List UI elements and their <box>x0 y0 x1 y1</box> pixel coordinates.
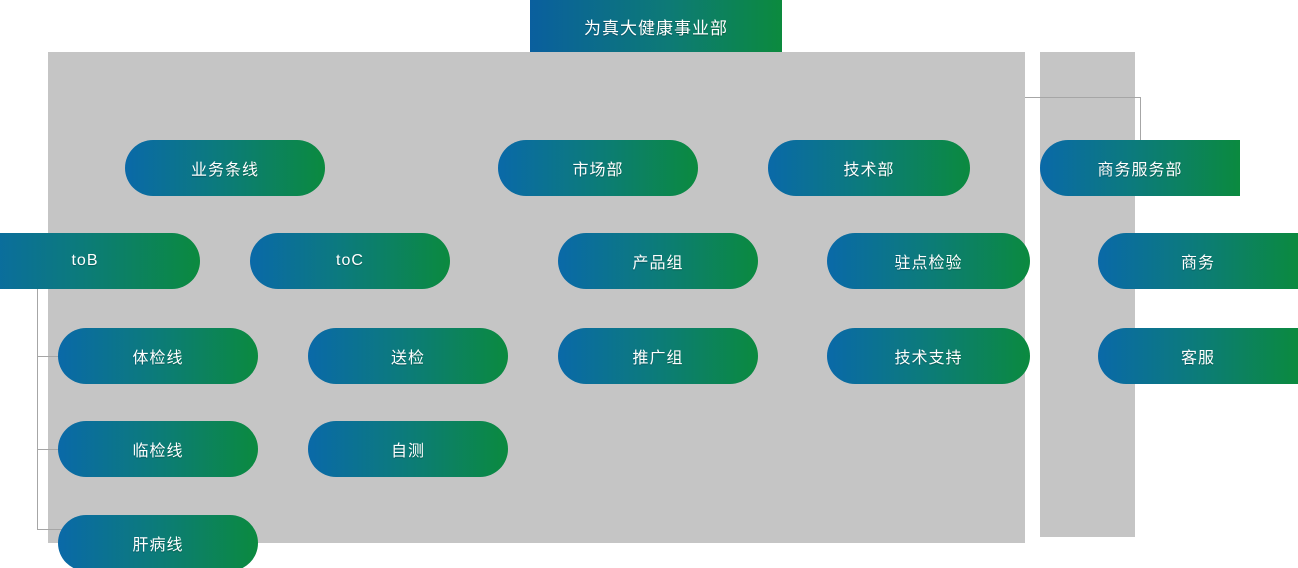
n-zhudianjianyan[interactable]: 驻点检验 <box>827 233 1030 289</box>
c-branch-gb <box>37 529 67 530</box>
node-label: toB <box>71 252 99 269</box>
n-kefu[interactable]: 客服 <box>1098 328 1298 384</box>
n-linjianxian[interactable]: 临检线 <box>58 421 258 477</box>
n-zice[interactable]: 自测 <box>308 421 508 477</box>
node-label: 商务 <box>1180 255 1215 272</box>
node-label: 技术支持 <box>894 350 963 367</box>
node-label: 技术部 <box>843 162 895 179</box>
n-tob[interactable]: toB <box>0 233 200 289</box>
node-label: 业务条线 <box>190 162 259 179</box>
node-label: 临检线 <box>132 443 184 460</box>
node-label: 客服 <box>1180 350 1215 367</box>
node-label: 送检 <box>390 350 425 367</box>
node-label: 驻点检验 <box>894 255 963 272</box>
n-tijianxian[interactable]: 体检线 <box>58 328 258 384</box>
node-label: 产品组 <box>632 255 684 272</box>
n-shangwufuwubu[interactable]: 商务服务部 <box>1040 140 1240 196</box>
n-chanpinzu[interactable]: 产品组 <box>558 233 758 289</box>
n-songjian[interactable]: 送检 <box>308 328 508 384</box>
n-jishubu[interactable]: 技术部 <box>768 140 970 196</box>
n-tuiguangzu[interactable]: 推广组 <box>558 328 758 384</box>
org-root-title[interactable]: 为真大健康事业部 <box>530 0 782 52</box>
node-label: 自测 <box>390 443 425 460</box>
node-label: 市场部 <box>572 162 624 179</box>
backdrop-panel-right <box>1040 52 1135 537</box>
n-toc[interactable]: toC <box>250 233 450 289</box>
c-trunk-right <box>1140 97 1141 168</box>
c-branch-swfwb <box>1025 97 1141 98</box>
node-label: 商务服务部 <box>1097 162 1183 179</box>
n-shichangbu[interactable]: 市场部 <box>498 140 698 196</box>
c-branch-tj <box>37 356 67 357</box>
node-label: 肝病线 <box>132 537 184 554</box>
node-label: 体检线 <box>132 350 184 367</box>
n-ganbingxian[interactable]: 肝病线 <box>58 515 258 568</box>
node-label: 推广组 <box>632 350 684 367</box>
n-yewutiaoxian[interactable]: 业务条线 <box>125 140 325 196</box>
c-branch-lj <box>37 449 67 450</box>
c-trunk-left <box>37 262 38 529</box>
node-label: toC <box>336 252 364 269</box>
n-jishuzhichi[interactable]: 技术支持 <box>827 328 1030 384</box>
n-shangwu[interactable]: 商务 <box>1098 233 1298 289</box>
